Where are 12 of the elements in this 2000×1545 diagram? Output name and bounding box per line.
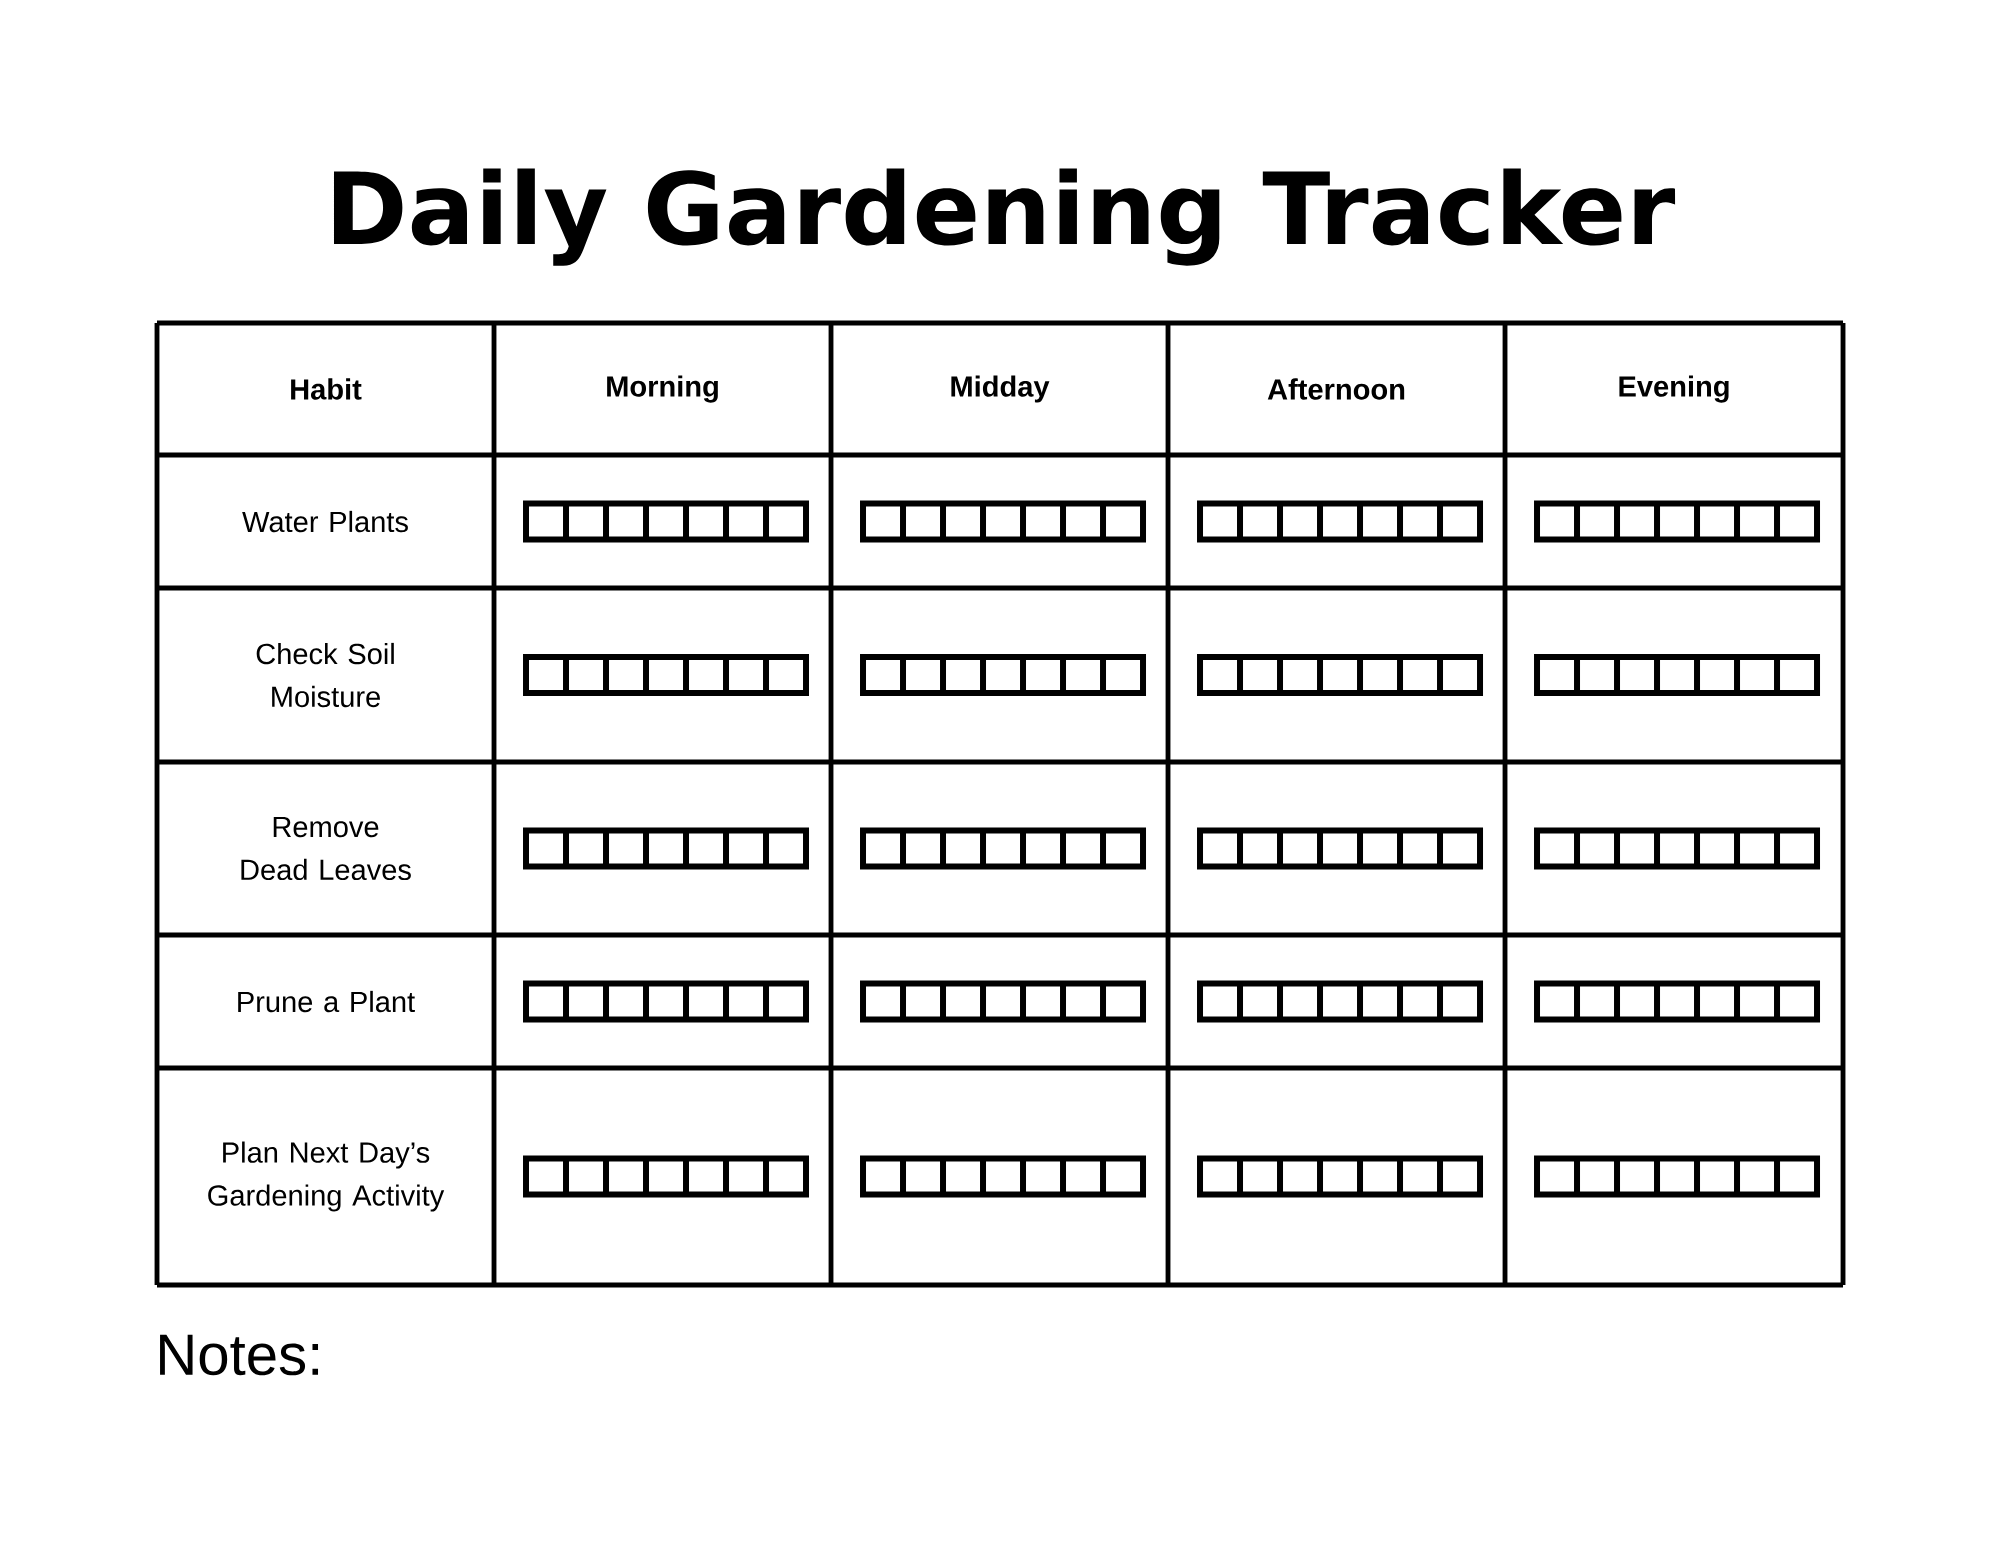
habit-label: Check Soil Moisture <box>256 642 394 708</box>
habit-label: Water Plants <box>242 510 408 533</box>
column-header: Midday <box>951 375 1050 403</box>
title: Daily Gardening Tracker <box>334 168 1676 266</box>
habit-label: Prune a Plant <box>238 990 415 1013</box>
column-header: Morning <box>607 375 718 403</box>
habit-label: Remove Dead Leaves <box>241 816 411 881</box>
column-header: Habit <box>291 378 362 400</box>
notes-label: Notes: <box>160 1334 318 1376</box>
column-header: Afternoon <box>1267 378 1405 400</box>
habit-label: Plan Next Day’s Gardening Activity <box>208 1141 445 1212</box>
column-header: Evening <box>1619 375 1729 403</box>
